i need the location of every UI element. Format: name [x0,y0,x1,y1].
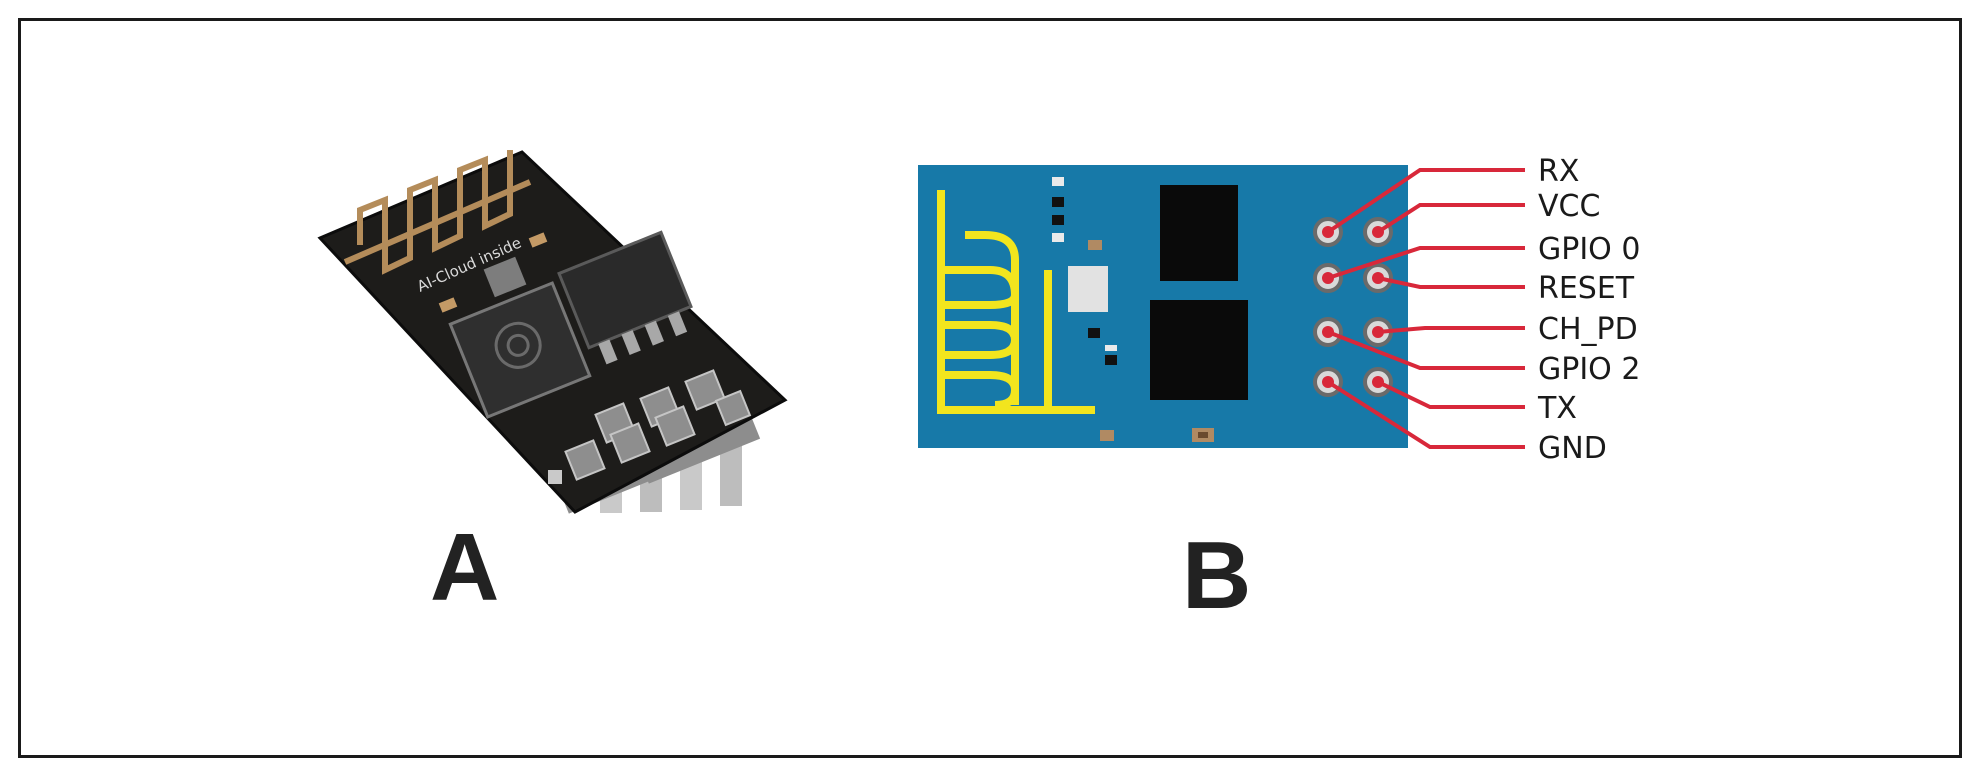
pin-label-gpio0: GPIO 0 [1538,232,1640,267]
flash-chip [557,230,693,365]
solder-pads [564,369,752,481]
panel-label-b: B [1182,522,1251,629]
pin-label-reset: RESET [1538,271,1635,306]
pin-label-vcc: VCC [1538,189,1600,224]
wire-tx [1377,380,1525,409]
wire-rx [1326,168,1525,234]
pin-label-ch-pd: CH_PD [1538,312,1638,347]
pin-label-gpio2: GPIO 2 [1538,352,1640,387]
wire-reset [1377,276,1525,289]
wire-gpio2 [1327,330,1525,370]
wire-gnd [1326,380,1525,449]
pin-label-gnd: GND [1538,431,1607,466]
pin-label-tx: TX [1537,391,1577,426]
pcb-antenna [937,190,1095,414]
pin-label-rx: RX [1538,154,1579,189]
esp-module-schematic: RX VCC GPIO 0 RESET CH_PD GPIO 2 TX GND [918,154,1640,466]
pin-wires [1322,168,1525,449]
antenna-trace [343,150,532,275]
chip-lower [1150,300,1248,400]
pin-labels: RX VCC GPIO 0 RESET CH_PD GPIO 2 TX GND [1537,154,1640,466]
wire-ch-pd [1377,326,1525,334]
chip-upper [1160,185,1238,281]
panel-label-a: A [430,514,499,621]
esp-module-photo: AI-Cloud inside [317,150,788,514]
wire-gpio0 [1327,246,1525,280]
soc-chip [448,281,592,419]
figure-frame [18,18,1962,758]
wire-vcc [1376,203,1525,234]
